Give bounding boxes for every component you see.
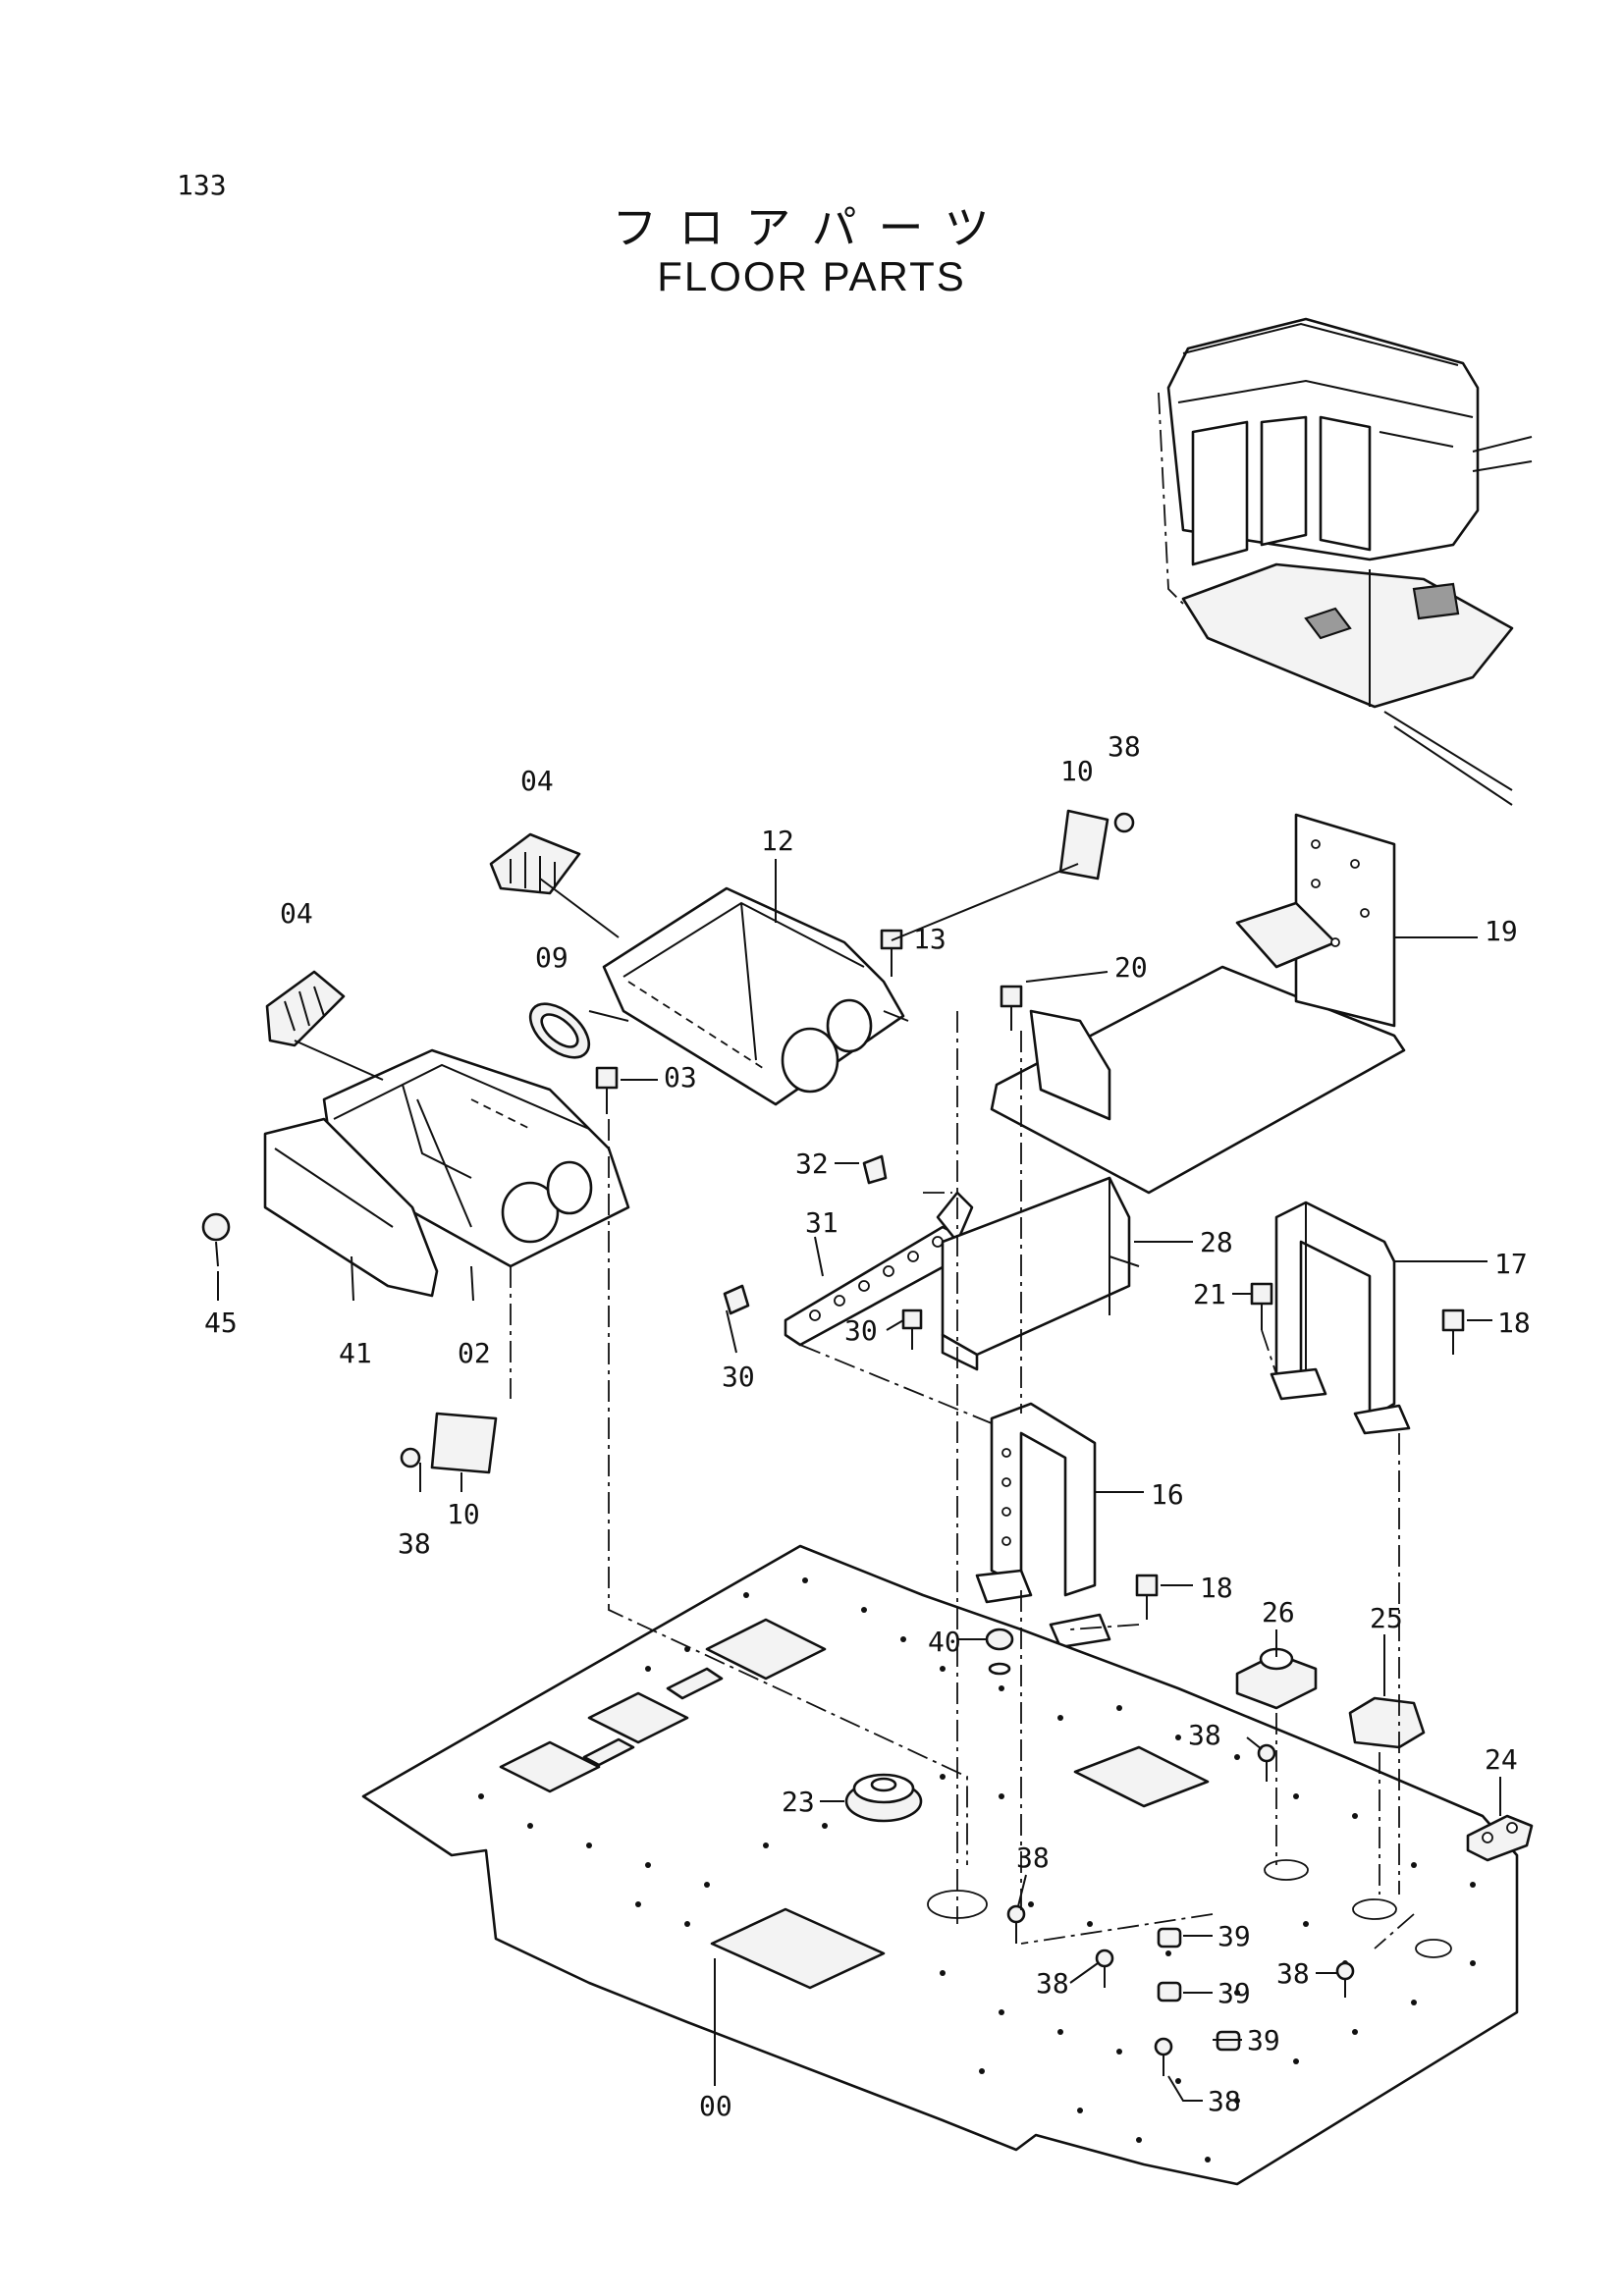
- part-39-nut-b: [1157, 1981, 1182, 2002]
- callout-labels: 38 10 04 12 13 19 04 09 20 03 32 31 28 4…: [204, 730, 1531, 2122]
- part-09-gasket: [528, 1002, 591, 1059]
- callout-38: 38: [1036, 1967, 1069, 2000]
- assembly-lines: [510, 1011, 1415, 1949]
- part-24-spacer: [1466, 1814, 1534, 1862]
- part-38-screw-e: [1154, 2037, 1173, 2076]
- callout-09: 09: [535, 941, 568, 974]
- callout-38: 38: [1016, 1842, 1050, 1874]
- callout-30: 30: [844, 1314, 878, 1347]
- part-17-frame: [1270, 1201, 1411, 1435]
- part-21-bolt: [1250, 1282, 1273, 1330]
- callout-04: 04: [520, 765, 554, 797]
- callout-12: 12: [761, 825, 794, 857]
- part-40-grommet: [985, 1628, 1014, 1676]
- callout-30: 30: [722, 1361, 755, 1393]
- part-38-upper-screw: [1113, 812, 1135, 833]
- callout-38: 38: [1208, 2085, 1241, 2117]
- part-18-bolt-lower: [1135, 1574, 1159, 1620]
- part-10-lower-pad: [430, 1412, 498, 1474]
- title-english: FLOOR PARTS: [657, 253, 966, 299]
- callout-04: 04: [280, 897, 313, 930]
- callout-31: 31: [805, 1206, 839, 1239]
- part-38-lower-screw: [400, 1447, 421, 1468]
- part-45-screw: [201, 1212, 231, 1267]
- callout-19: 19: [1485, 915, 1518, 947]
- callout-13: 13: [913, 923, 947, 955]
- callout-16: 16: [1151, 1478, 1184, 1511]
- part-30-bolt-b: [901, 1308, 923, 1350]
- part-03-bolt: [595, 1066, 619, 1114]
- part-28-bracket: [941, 1176, 1140, 1371]
- part-04-lower-grille: [265, 970, 346, 1047]
- part-41-cover: [263, 1117, 439, 1298]
- part-38-screw-c: [1095, 1949, 1114, 1988]
- callout-39: 39: [1217, 1920, 1251, 1952]
- callout-00: 00: [699, 2090, 732, 2122]
- part-38-screw-b: [1006, 1904, 1026, 1944]
- part-19-bracket-panel: [990, 813, 1406, 1195]
- callout-03: 03: [664, 1061, 697, 1094]
- part-38-screw-a: [1257, 1743, 1276, 1782]
- part-04-upper-grille: [489, 832, 581, 895]
- callout-10: 10: [1060, 755, 1094, 787]
- part-16-stand: [975, 1402, 1111, 1649]
- cab-overview-inset: [1158, 317, 1533, 806]
- callout-21: 21: [1193, 1278, 1226, 1310]
- callout-02: 02: [458, 1337, 491, 1369]
- part-38-screw-d: [1335, 1961, 1355, 1998]
- callout-39: 39: [1217, 1977, 1251, 2009]
- part-30-bolt-a: [723, 1284, 750, 1315]
- callout-39: 39: [1247, 2024, 1280, 2056]
- callout-10: 10: [447, 1498, 480, 1530]
- part-25-pad: [1348, 1696, 1426, 1749]
- callout-18: 18: [1497, 1307, 1531, 1339]
- callout-38: 38: [1188, 1719, 1221, 1751]
- callout-18: 18: [1200, 1572, 1233, 1604]
- leader-lines: [217, 859, 1501, 2102]
- callout-25: 25: [1370, 1602, 1403, 1634]
- part-00-floor-plate: [361, 1544, 1519, 2186]
- title-japanese: フロアパーツ: [612, 201, 1011, 254]
- page-number: 133: [177, 169, 227, 201]
- callout-17: 17: [1494, 1248, 1528, 1280]
- part-10-upper-pad: [1058, 809, 1109, 881]
- floor-plate-holes: [478, 1577, 1476, 2163]
- callout-41: 41: [339, 1337, 372, 1369]
- callout-40: 40: [928, 1626, 961, 1658]
- part-02-heater-housing: [322, 1048, 630, 1268]
- callout-38: 38: [1276, 1957, 1310, 1990]
- part-23-mount: [844, 1773, 923, 1823]
- callout-23: 23: [782, 1786, 815, 1818]
- part-20-bolt: [1000, 985, 1023, 1031]
- callout-38: 38: [1108, 730, 1141, 763]
- callout-38: 38: [398, 1527, 431, 1560]
- callout-20: 20: [1114, 951, 1148, 984]
- part-26-mount: [1235, 1647, 1318, 1710]
- callout-45: 45: [204, 1307, 238, 1339]
- callout-28: 28: [1200, 1226, 1233, 1258]
- part-32-screw: [862, 1154, 888, 1185]
- callout-26: 26: [1262, 1596, 1295, 1629]
- callout-32: 32: [795, 1148, 829, 1180]
- part-12-heater-housing: [588, 886, 909, 1106]
- part-39-nut-a: [1157, 1927, 1182, 1949]
- callout-24: 24: [1485, 1743, 1518, 1776]
- part-18-bolt-upper: [1441, 1308, 1465, 1355]
